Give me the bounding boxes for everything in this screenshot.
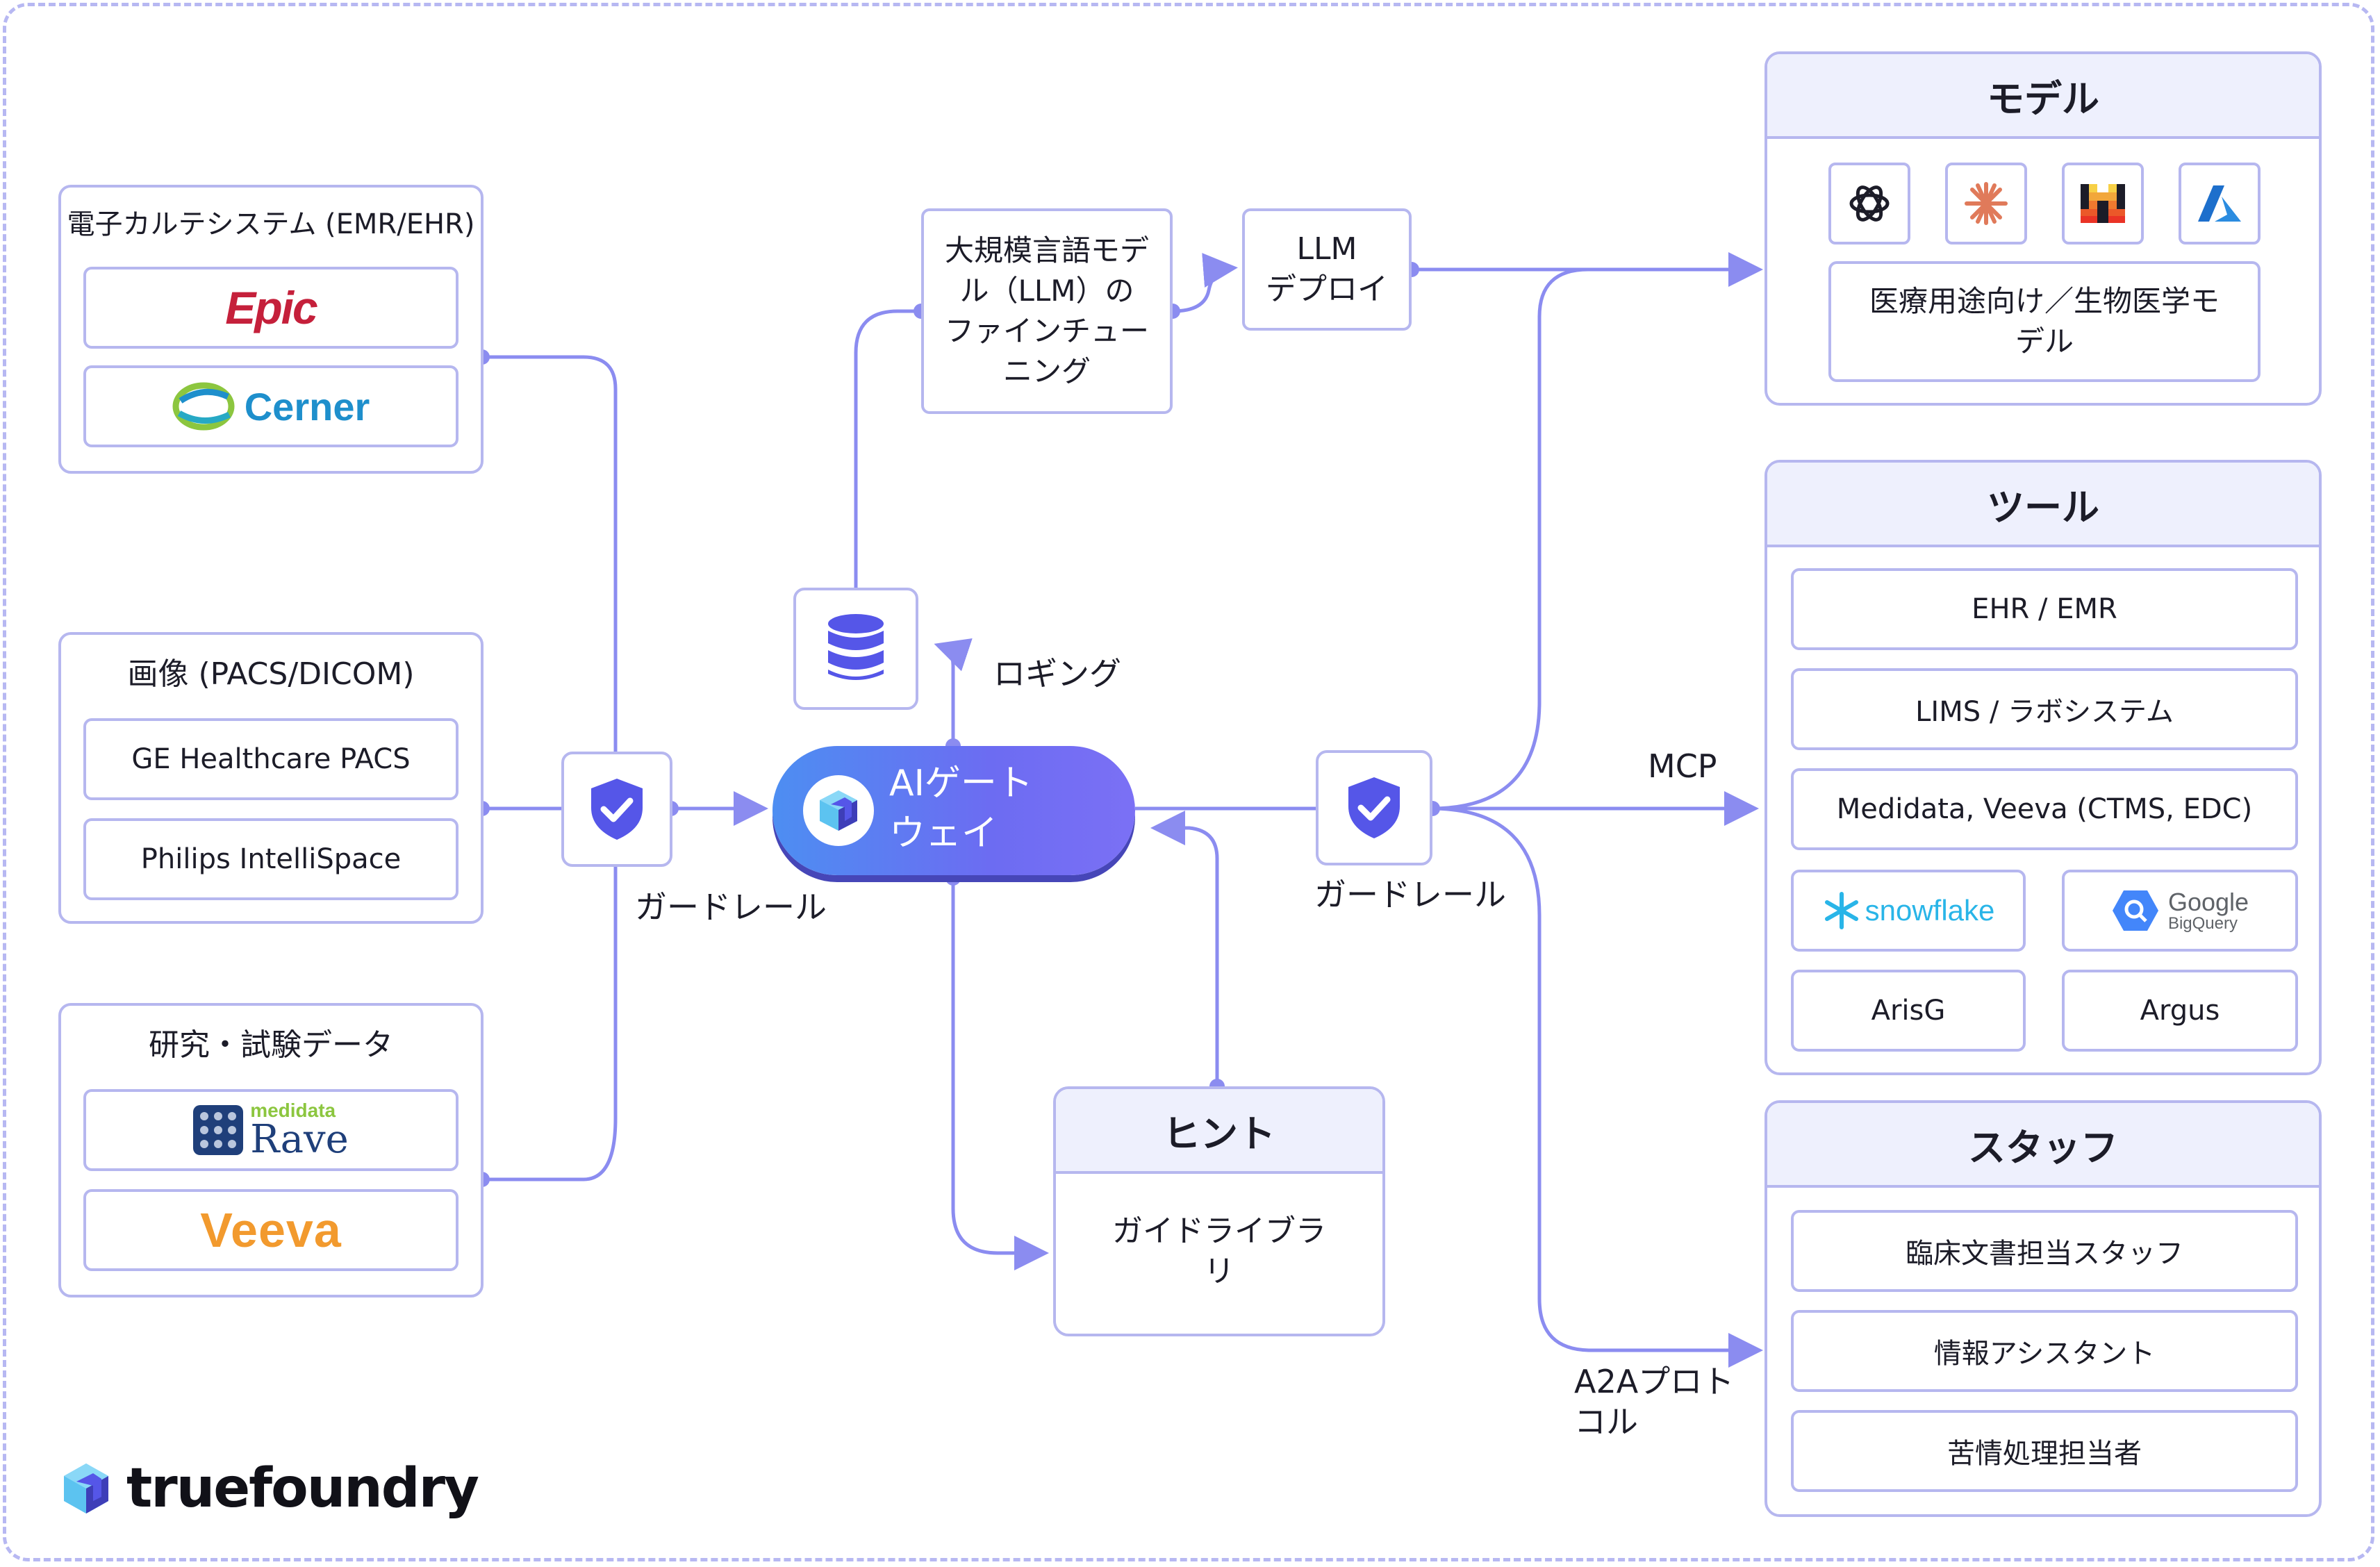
mcp-label: MCP [1648, 747, 1717, 785]
guide-library: ガイドライブラ リ [1056, 1211, 1382, 1292]
shield-check-icon [591, 779, 643, 840]
guardrail-left-label: ガードレール [635, 888, 827, 926]
medidata-rave-logo: medidata Rave [250, 1101, 349, 1159]
epic-logo: Epic [225, 282, 317, 333]
google-bigquery-wordmark: Google BigQuery [2167, 887, 2249, 934]
medidata-wordmark: medidata [250, 1100, 336, 1121]
tool-medidata-veeva: Medidata, Veeva (CTMS, EDC) [1791, 768, 2298, 850]
logging-database [793, 588, 918, 710]
hints-panel: ヒント ガイドライブラ リ [1053, 1086, 1385, 1336]
snowflake-wordmark: snowflake [1865, 894, 1995, 927]
medidata-grid-icon [193, 1105, 244, 1155]
finetune-line-2: ル（LLM）の [959, 274, 1134, 308]
a2a-label-line-1: A2Aプロト [1574, 1363, 1735, 1400]
ge-healthcare-pacs: GE Healthcare PACS [83, 718, 458, 800]
anthropic-icon [1945, 163, 2027, 244]
guide-library-line-2: リ [1204, 1254, 1234, 1289]
tool-google-bigquery: Google BigQuery [2062, 870, 2298, 952]
tool-ehr-emr: EHR / EMR [1791, 568, 2298, 650]
rave-wordmark: Rave [250, 1117, 349, 1162]
research-group-title: 研究・試験データ [149, 1027, 393, 1063]
epic-logo-tile: Epic [83, 267, 458, 349]
a2a-label-line-2: コル [1574, 1403, 1638, 1441]
bigquery-icon [2112, 890, 2158, 931]
diagram-frame [3, 3, 2374, 1561]
mistral-icon [2062, 163, 2144, 244]
finetune-line-3: ファインチュー [944, 314, 1149, 348]
ai-gateway-label-line1: AIゲート [889, 763, 1033, 804]
guardrail-left [561, 752, 672, 867]
medical-biomedical-models: 医療用途向け／生物医学モ デル [1828, 261, 2261, 382]
ai-gateway-label: AIゲート ウェイ [889, 758, 1118, 859]
guide-library-line-1: ガイドライブラ [1112, 1213, 1326, 1249]
veeva-logo-tile: Veeva [83, 1189, 458, 1271]
hints-title: ヒント [1056, 1089, 1382, 1174]
ai-gateway[interactable]: AIゲート ウェイ [772, 746, 1135, 875]
finetune-line-1: 大規模言語モデ [944, 233, 1149, 267]
guardrail-right-label: ガードレール [1314, 876, 1506, 913]
llm-finetuning: 大規模言語モデ ル（LLM）の ファインチュー ニング [921, 208, 1173, 414]
bigquery-wordmark: BigQuery [2167, 914, 2238, 934]
cerner-logo: Cerner [244, 384, 370, 429]
imaging-group-title: 画像 (PACS/DICOM) [127, 656, 415, 692]
llm-deploy: LLM デプロイ [1242, 208, 1412, 331]
models-title: モデル [1767, 54, 2319, 139]
staff-clinical-documentation: 臨床文書担当スタッフ [1791, 1210, 2298, 1292]
deploy-line-2: デプロイ [1266, 272, 1388, 307]
shield-check-icon [1348, 777, 1400, 838]
staff-information-assistant: 情報アシスタント [1791, 1310, 2298, 1392]
guardrail-right [1316, 750, 1432, 865]
google-wordmark: Google [2167, 887, 2249, 916]
emr-group-title: 電子カルテシステム (EMR/EHR) [67, 208, 475, 240]
medical-models-line-2: デル [2015, 324, 2074, 358]
truefoundry-logo-icon [64, 1464, 108, 1514]
database-icon [828, 614, 884, 680]
staff-panel: スタッフ 臨床文書担当スタッフ 情報アシスタント 苦情処理担当者 [1765, 1100, 2322, 1517]
veeva-logo: Veeva [200, 1203, 342, 1257]
deploy-line-1: LLM [1296, 231, 1357, 267]
cerner-logo-tile: Cerner [83, 365, 458, 447]
cerner-swirl-icon [172, 382, 235, 431]
medical-models-line-1: 医療用途向け／生物医学モ [1869, 284, 2220, 318]
logging-label: ロギング [993, 655, 1121, 693]
staff-title: スタッフ [1767, 1103, 2319, 1188]
tools-panel: ツール EHR / EMR LIMS / ラボシステム Medidata, Ve… [1765, 460, 2322, 1075]
snowflake-icon [1824, 892, 1858, 929]
finetune-line-4: ニング [1002, 354, 1091, 388]
openai-icon [1828, 163, 1910, 244]
tool-lims: LIMS / ラボシステム [1791, 668, 2298, 750]
medidata-rave-tile: medidata Rave [83, 1089, 458, 1171]
ai-gateway-label-line2: ウェイ [889, 813, 998, 854]
truefoundry-cube-icon [803, 775, 874, 846]
truefoundry-brand: truefoundry [58, 1457, 479, 1520]
philips-intellispace: Philips IntelliSpace [83, 818, 458, 900]
tool-arisg: ArisG [1791, 970, 2026, 1052]
a2a-label: A2Aプロト コル [1574, 1361, 1734, 1442]
models-panel: モデル [1765, 51, 2322, 406]
truefoundry-wordmark: truefoundry [126, 1457, 479, 1520]
tools-title: ツール [1767, 463, 2319, 547]
staff-complaint-handler: 苦情処理担当者 [1791, 1410, 2298, 1492]
tool-argus: Argus [2062, 970, 2298, 1052]
tool-snowflake: snowflake [1791, 870, 2026, 952]
azure-icon [2179, 163, 2261, 244]
